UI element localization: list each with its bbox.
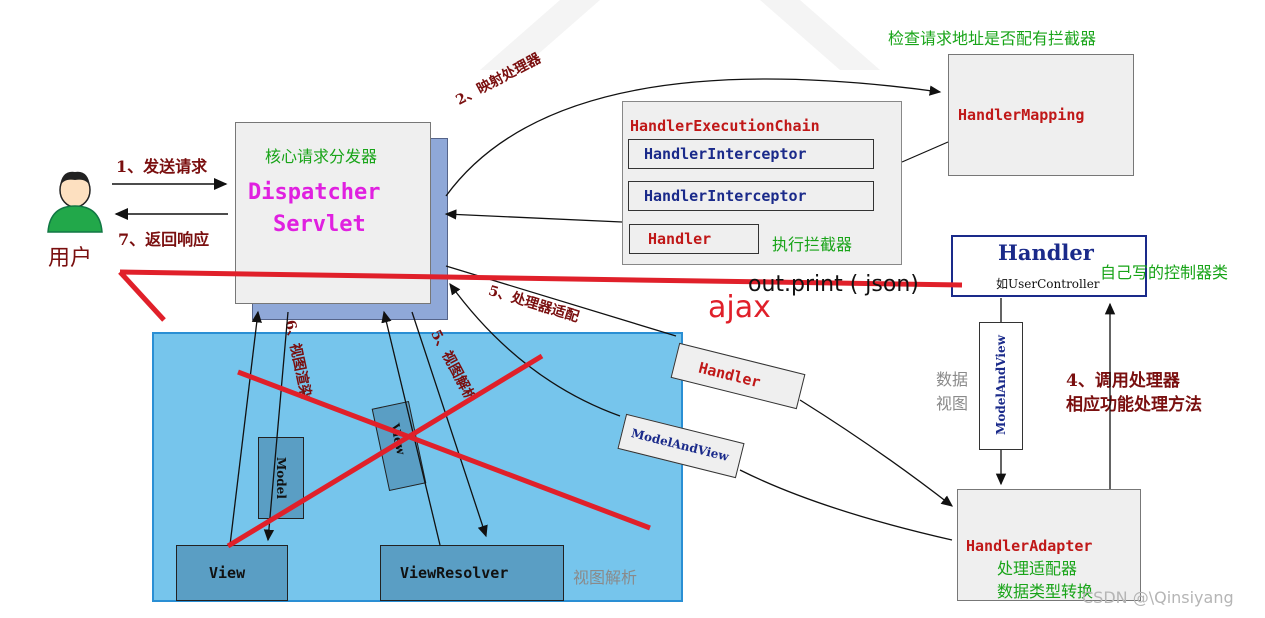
handler-controller-title: Handler [998, 240, 1094, 265]
data-view-label-1: 数据 [936, 370, 969, 389]
step-4-line1: 4、调用处理器 [1066, 371, 1180, 391]
model-and-view-vertical-tag [979, 322, 1023, 450]
interceptor-2-label: HandlerInterceptor [644, 187, 807, 205]
dispatcher-line1: Dispatcher [248, 180, 381, 205]
interceptor-2-box [628, 181, 874, 211]
dispatcher-caption: 核心请求分发器 [265, 147, 378, 166]
view-box [176, 545, 288, 601]
out-print-annotation: out.print ( json) [748, 272, 919, 297]
step-4-line2: 相应功能处理方法 [1066, 395, 1202, 415]
step-1-label: 1、发送请求 [116, 157, 208, 176]
handler-execution-chain-title: HandlerExecutionChain [630, 117, 820, 135]
step-7-label: 7、返回响应 [118, 230, 210, 249]
user-icon [47, 171, 103, 233]
handler-adapter-note2: 数据类型转换 [997, 582, 1094, 601]
handler-mapping-note: 检查请求地址是否配有拦截器 [888, 29, 1097, 48]
handler-controller-box [951, 235, 1147, 297]
chain-handler-label: Handler [648, 230, 712, 248]
handler-adapter-box [957, 489, 1141, 601]
data-view-label-2: 视图 [936, 394, 969, 413]
view-resolver-note: 视图解析 [573, 568, 638, 587]
user-label: 用户 [48, 246, 93, 271]
handler-mapping-title: HandlerMapping [958, 106, 1085, 124]
chain-handler-box [629, 224, 759, 254]
ajax-annotation: ajax [708, 290, 771, 325]
handler-controller-subtitle: 如UserController [996, 277, 1100, 291]
handler-adapter-title: HandlerAdapter [966, 537, 1093, 555]
chain-note: 执行拦截器 [772, 235, 853, 254]
watermark-text: CSDN @\Qinsiyang [1082, 588, 1234, 607]
handler-mapping-box [948, 54, 1134, 176]
handler-controller-note: 自己写的控制器类 [1100, 263, 1229, 282]
interceptor-1-label: HandlerInterceptor [644, 145, 807, 163]
handler-adapter-note1: 处理适配器 [997, 559, 1078, 578]
view-resolver-box [380, 545, 564, 601]
interceptor-1-box [628, 139, 874, 169]
view-resolver-label: ViewResolver [400, 564, 509, 582]
dispatcher-line2: Servlet [273, 212, 366, 237]
view-box-label: View [209, 564, 246, 582]
